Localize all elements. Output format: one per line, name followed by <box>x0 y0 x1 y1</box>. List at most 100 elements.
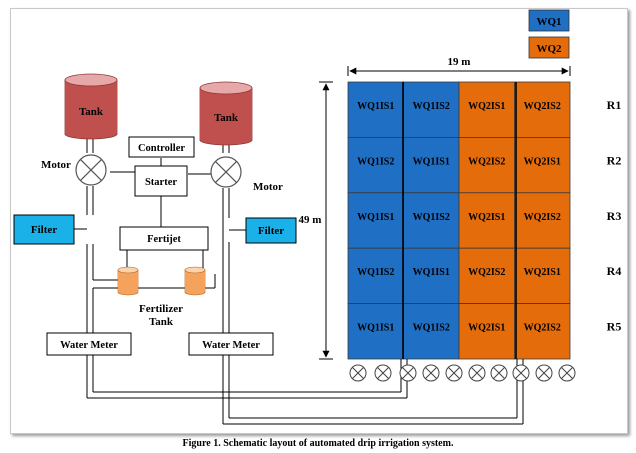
field-cell: WQ1IS2 <box>347 247 404 304</box>
water-meter-right: Water Meter <box>188 332 274 356</box>
field-cell-fill <box>403 136 460 194</box>
filter-left: Filter <box>13 214 75 245</box>
valve-icon <box>422 364 440 382</box>
field-cell-label: WQ1IS1 <box>357 212 394 223</box>
water-meter-left-label: Water Meter <box>60 340 118 351</box>
fertijet-label: Fertijet <box>147 234 181 245</box>
height-label: 49 m <box>299 214 322 226</box>
valve-icon <box>490 364 508 382</box>
dimension-height: 49 m <box>299 81 333 360</box>
field-cell: WQ1IS1 <box>403 247 460 304</box>
legend-wq2-swatch <box>528 36 570 59</box>
field-cell-fill <box>514 247 571 304</box>
field-cell: WQ2IS2 <box>514 81 571 138</box>
legend-wq1-swatch <box>528 9 570 32</box>
field-cell-label: WQ1IS1 <box>357 101 394 112</box>
row-label: R2 <box>607 153 622 167</box>
legend: WQ1 WQ2 <box>528 9 570 59</box>
row-label: R5 <box>607 320 622 334</box>
starter-box: Starter <box>134 165 188 197</box>
valve-icon <box>349 364 367 382</box>
field-cell-label: WQ1IS2 <box>357 156 394 167</box>
filter-left-label: Filter <box>31 224 57 236</box>
field-cell-fill <box>347 303 404 360</box>
motor-right-label: Motor <box>253 181 283 193</box>
field-cell-label: WQ2IS2 <box>468 267 505 278</box>
field-cell-fill <box>458 192 515 249</box>
field-cell: WQ1IS2 <box>403 192 460 249</box>
field-cell: WQ2IS1 <box>458 303 515 360</box>
tank-left: Tank <box>64 73 118 140</box>
field-cell-label: WQ2IS2 <box>524 212 561 223</box>
figure-caption: Figure 1. Schematic layout of automated … <box>182 438 454 449</box>
valve-icon <box>374 364 392 382</box>
width-label: 19 m <box>448 56 471 68</box>
tank-right: Tank <box>199 81 253 146</box>
row-label: R3 <box>607 209 622 223</box>
fertilizer-tank-right-icon <box>184 266 206 296</box>
fertilizer-tank-left-icon <box>117 266 139 296</box>
field-cell: WQ2IS1 <box>514 247 571 304</box>
row-label: R4 <box>607 264 622 278</box>
field-cell-label: WQ1IS1 <box>357 323 394 334</box>
field-cell-label: WQ1IS2 <box>413 323 450 334</box>
field-cell: WQ1IS1 <box>403 136 460 194</box>
valve-icon <box>445 364 463 382</box>
field-cell: WQ2IS2 <box>458 136 515 194</box>
field-cell-fill <box>458 303 515 360</box>
field-cell: WQ2IS1 <box>458 192 515 249</box>
field-cell-fill <box>347 192 404 249</box>
field-cell-label: WQ2IS1 <box>524 267 561 278</box>
field-cell-label: WQ2IS2 <box>524 101 561 112</box>
filter-right-label: Filter <box>258 225 284 237</box>
field-cell-label: WQ2IS1 <box>468 212 505 223</box>
filter-right: Filter <box>245 217 297 244</box>
field-cell-label: WQ1IS2 <box>413 212 450 223</box>
tank-left-label: Tank <box>79 106 104 118</box>
field-cell-label: WQ1IS1 <box>413 267 450 278</box>
valve-row <box>349 364 576 382</box>
water-meter-right-label: Water Meter <box>202 340 260 351</box>
motor-left-label: Motor <box>41 159 71 171</box>
field-cell: WQ1IS1 <box>347 81 404 138</box>
field-cell-fill <box>458 247 515 304</box>
field-cell-label: WQ1IS2 <box>413 101 450 112</box>
field-cell: WQ2IS2 <box>514 192 571 249</box>
dimension-width: 19 m <box>347 56 571 76</box>
field-cell-label: WQ1IS1 <box>413 156 450 167</box>
fertilizer-tank-label-line1: Fertilizer <box>139 303 183 315</box>
field-cell: WQ1IS2 <box>347 136 404 194</box>
fertijet-box: Fertijet <box>119 226 209 251</box>
tank-right-label: Tank <box>214 112 239 124</box>
field-cell: WQ2IS1 <box>514 136 571 194</box>
field-cell-label: WQ2IS1 <box>468 101 505 112</box>
field-cell-label: WQ2IS1 <box>468 323 505 334</box>
motor-right-valve-icon <box>210 156 242 188</box>
field-cell-fill <box>514 136 571 194</box>
valve-icon <box>558 364 576 382</box>
controller-label: Controller <box>138 143 185 154</box>
valve-icon <box>535 364 553 382</box>
field-cell-fill <box>347 81 404 138</box>
field-cell-fill <box>403 81 460 138</box>
field-cell-label: WQ2IS2 <box>524 323 561 334</box>
water-meter-left: Water Meter <box>46 332 132 356</box>
starter-label: Starter <box>145 177 177 188</box>
field-cell-fill <box>514 303 571 360</box>
valve-icon <box>512 364 530 382</box>
field-cell-fill <box>458 81 515 138</box>
controller-box: Controller <box>128 136 195 158</box>
field-cell-label: WQ1IS2 <box>357 267 394 278</box>
field-cell-fill <box>403 192 460 249</box>
field-cell: WQ1IS2 <box>403 303 460 360</box>
legend-wq2-label: WQ2 <box>536 43 562 55</box>
field-cell: WQ2IS2 <box>514 303 571 360</box>
fertilizer-tank-label-line2: Tank <box>149 316 174 328</box>
field-cell-label: WQ2IS1 <box>524 156 561 167</box>
row-label: R1 <box>607 98 622 112</box>
valve-icon <box>399 364 417 382</box>
legend-wq1-label: WQ1 <box>536 16 561 28</box>
